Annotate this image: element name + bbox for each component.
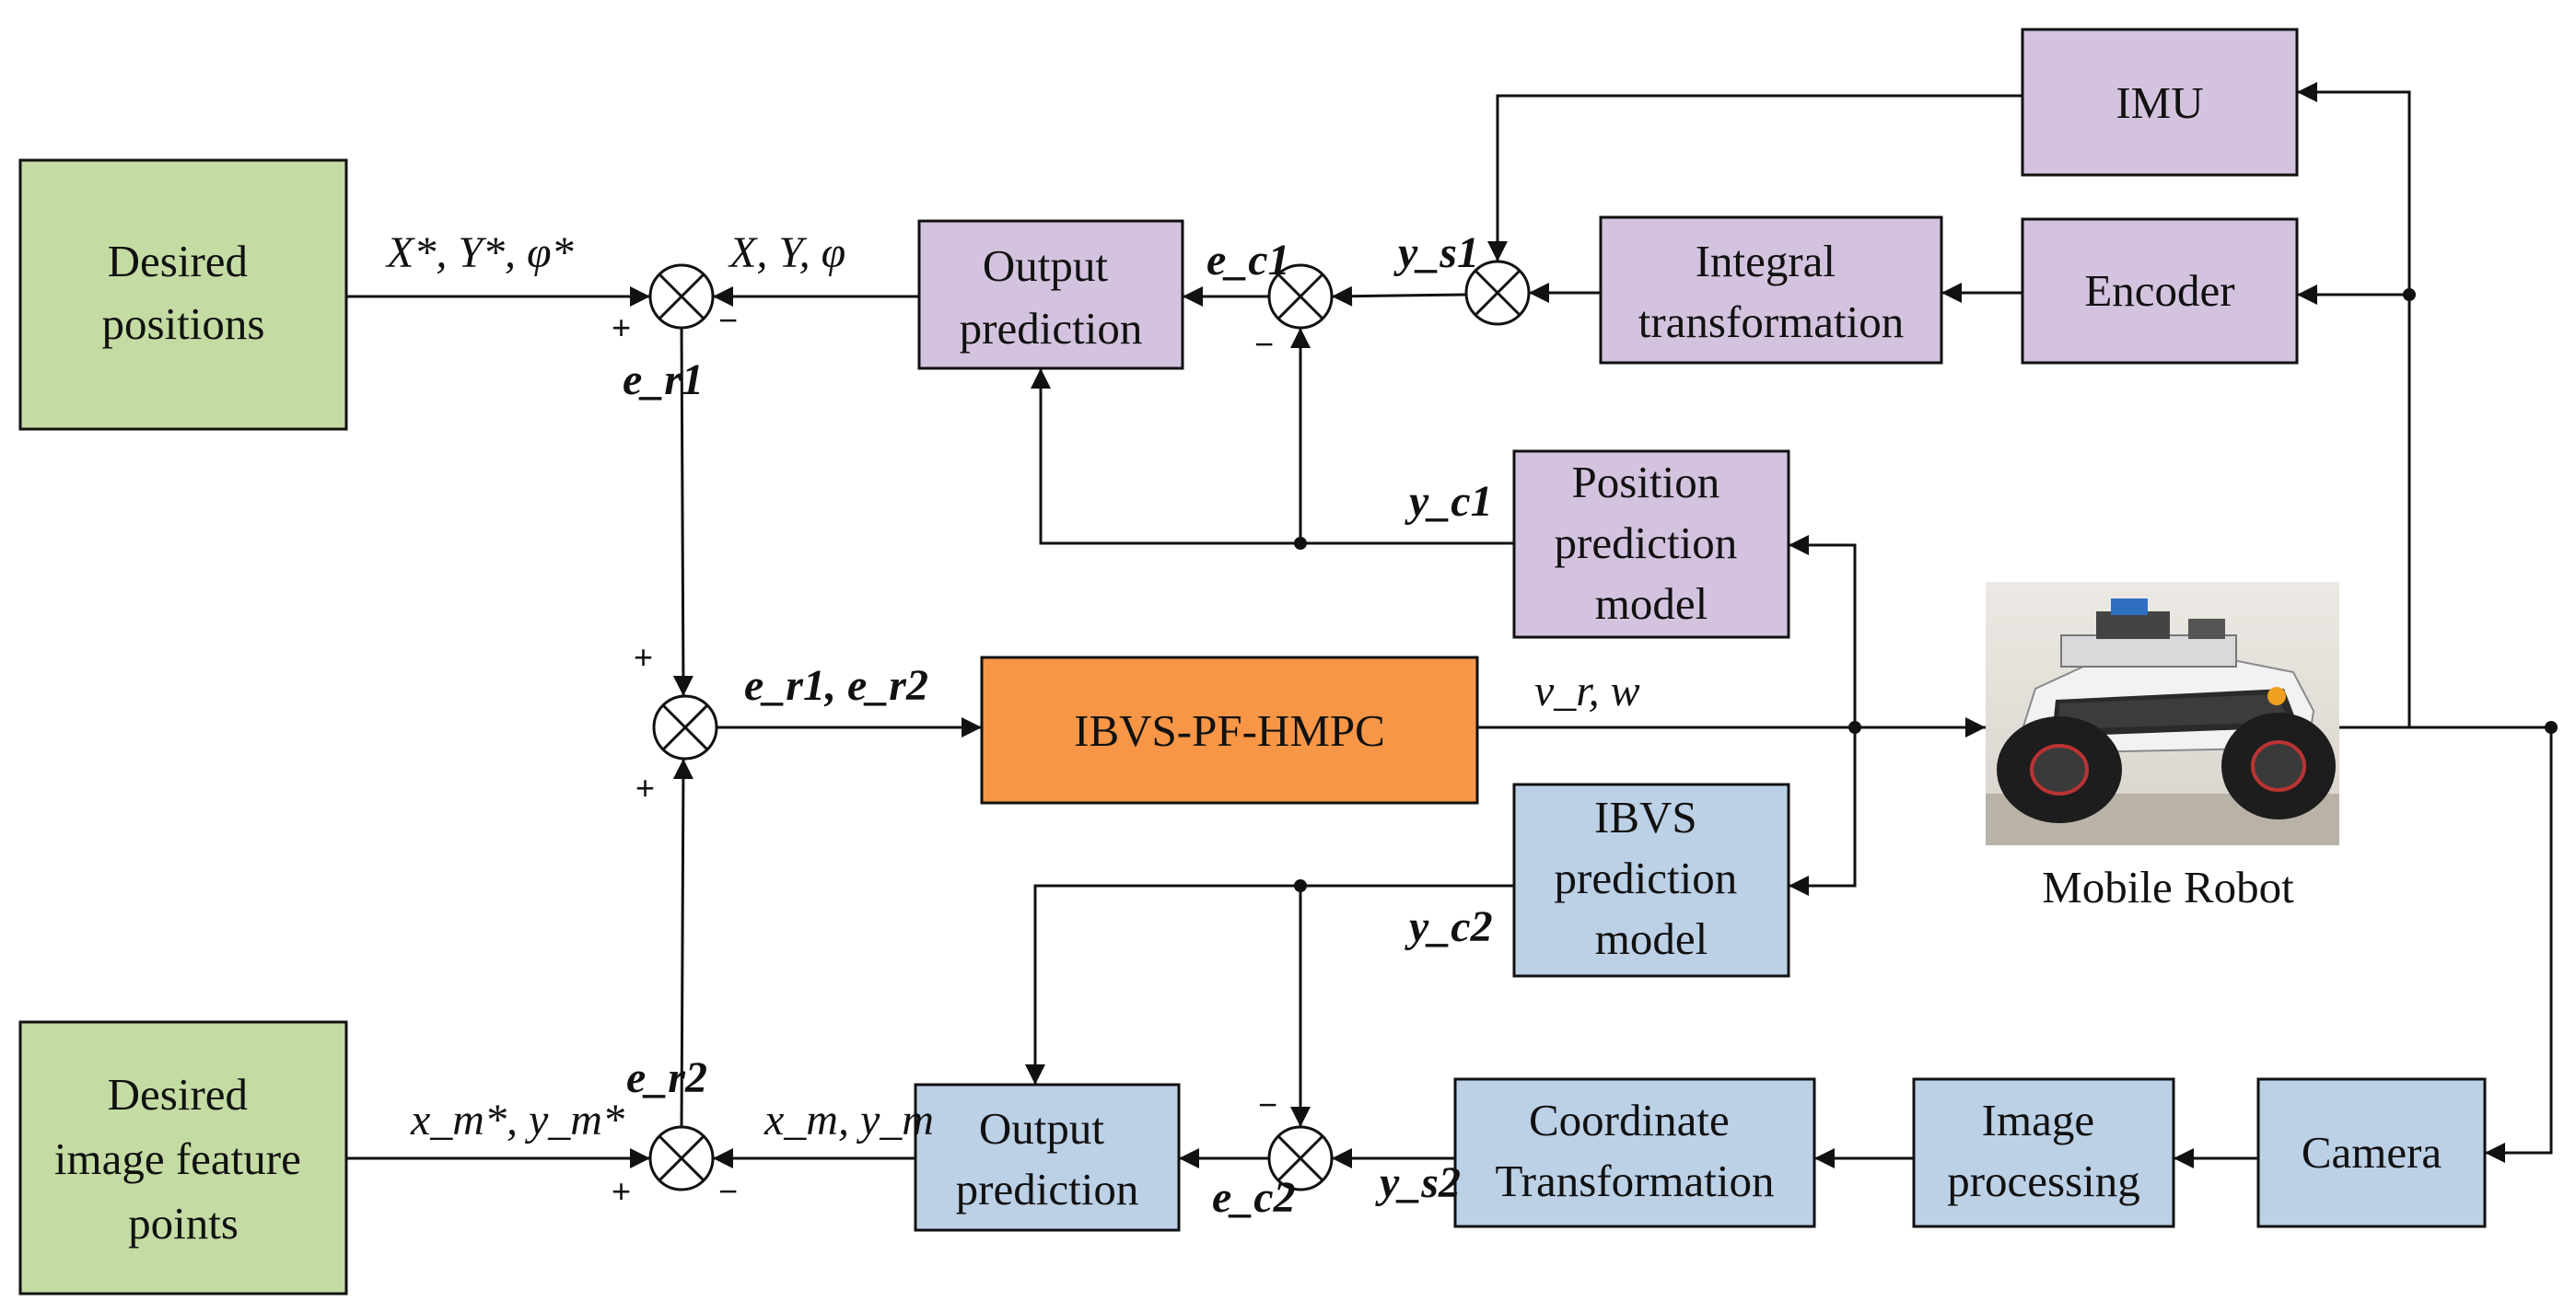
junction-signs: + − − + + − + − <box>612 301 1277 1210</box>
output-prediction-bottom-line1: Output <box>979 1103 1105 1154</box>
desired-image-points-line2: image feature <box>54 1133 301 1184</box>
position-prediction-model-box <box>1512 449 1790 639</box>
image-processing-line1: Image <box>1982 1095 2094 1145</box>
output-prediction-bottom-line2: prediction <box>956 1164 1139 1214</box>
label-e-r2: e_r2 <box>626 1053 707 1102</box>
sign-minus-bottom-left: − <box>718 1172 738 1210</box>
output-prediction-top-label: Output prediction <box>960 240 1143 354</box>
label-actual-pose: X, Y, φ <box>728 228 845 277</box>
integral-transformation-block: Integral transformation <box>1599 215 1943 365</box>
mobile-robot-caption: Mobile Robot <box>2042 862 2294 912</box>
image-processing-line2: processing <box>1947 1156 2140 1206</box>
controller-label: IBVS-PF-HMPC <box>1074 705 1385 756</box>
encoder-box <box>2021 217 2299 365</box>
label-errors-sum: e_r1, e_r2 <box>744 661 928 710</box>
mobile-robot-image <box>1986 582 2339 845</box>
robot-wheel-rear <box>2221 713 2336 819</box>
position-prediction-model-line1: Position <box>1572 457 1720 507</box>
ibvs-prediction-model-box <box>1512 783 1790 978</box>
camera-box <box>2256 1077 2487 1228</box>
position-prediction-model-line2: prediction <box>1555 517 1738 568</box>
label-e-r1: e_r1 <box>623 355 704 404</box>
imu-label: IMU <box>2116 77 2203 128</box>
imu-block: IMU <box>2021 28 2299 177</box>
encoder-label: Encoder <box>2084 265 2234 316</box>
position-prediction-model-line3: model <box>1595 578 1708 629</box>
label-e-c1: e_c1 <box>1206 236 1290 285</box>
label-y-s2: y_s2 <box>1375 1158 1461 1207</box>
image-processing-box <box>1912 1077 2175 1228</box>
camera-block: Camera <box>2256 1077 2487 1228</box>
connection-lines <box>346 82 2558 1168</box>
output-prediction-top-box <box>917 219 1184 370</box>
output-prediction-top-block: Output prediction <box>917 219 1184 370</box>
output-prediction-bottom-block: Output prediction <box>914 1083 1181 1232</box>
summing-junction-top-left <box>648 263 715 330</box>
desired-image-points-block: Desired image feature points <box>18 1020 348 1296</box>
integral-transformation-line1: Integral <box>1696 236 1836 286</box>
camera-label: Camera <box>2302 1127 2442 1178</box>
image-processing-block: Image processing <box>1912 1077 2175 1228</box>
image-processing-label: Image processing <box>1947 1095 2140 1206</box>
label-y-c1: y_c1 <box>1405 477 1493 526</box>
controller-block: IBVS-PF-HMPC <box>980 656 1479 805</box>
desired-image-points-line1: Desired <box>108 1069 248 1120</box>
desired-image-points-line3: points <box>128 1198 239 1249</box>
ibvs-prediction-model-label: IBVS prediction model <box>1555 792 1749 964</box>
desired-image-points-box <box>18 1020 348 1296</box>
sign-plus-middle-top: + <box>634 638 653 676</box>
label-e-c2: e_c2 <box>1212 1173 1296 1222</box>
desired-positions-label: Desired positions <box>102 236 265 349</box>
sign-minus-top-left: − <box>718 301 738 339</box>
sign-plus-bottom-left: + <box>612 1172 631 1210</box>
controller-box <box>980 656 1479 805</box>
sign-plus-middle-bottom: + <box>635 769 655 807</box>
output-prediction-bottom-box <box>914 1083 1181 1232</box>
integral-transformation-line2: transformation <box>1638 296 1904 347</box>
integral-transformation-label: Integral transformation <box>1638 236 1904 347</box>
coordinate-transformation-label: Coordinate Transformation <box>1495 1095 1774 1206</box>
label-y-c2: y_c2 <box>1405 902 1493 951</box>
robot-wheel-front <box>1997 716 2122 823</box>
summing-junction-middle <box>652 694 718 761</box>
output-prediction-top-line2: prediction <box>960 303 1143 354</box>
ibvs-prediction-model-line2: prediction <box>1555 853 1738 903</box>
label-control-output: v_r, w <box>1534 667 1640 715</box>
output-prediction-top-line1: Output <box>983 240 1109 291</box>
label-actual-features: x_m, y_m <box>763 1096 934 1145</box>
desired-positions-line1: Desired <box>108 236 248 286</box>
label-desired-pose: X*, Y*, φ* <box>385 228 574 277</box>
desired-positions-line2: positions <box>102 298 265 349</box>
ibvs-prediction-model-block: IBVS prediction model <box>1512 783 1790 978</box>
imu-box <box>2021 28 2299 177</box>
label-y-s1: y_s1 <box>1393 228 1479 277</box>
desired-positions-box <box>18 158 348 431</box>
signal-labels: X*, Y*, φ* X, Y, φ e_c1 y_s1 e_r1 y_c1 e… <box>385 228 1640 1222</box>
ibvs-prediction-model-line3: model <box>1595 913 1708 964</box>
output-prediction-bottom-label: Output prediction <box>956 1103 1139 1214</box>
sign-minus-top-mid: − <box>1254 325 1274 363</box>
position-prediction-model-label: Position prediction model <box>1555 457 1749 629</box>
coordinate-transformation-block: Coordinate Transformation <box>1453 1077 1816 1228</box>
ibvs-prediction-model-line1: IBVS <box>1594 792 1697 842</box>
sign-plus-top-left: + <box>612 308 631 346</box>
coordinate-transformation-line1: Coordinate <box>1529 1095 1730 1145</box>
position-prediction-model-block: Position prediction model <box>1512 449 1790 639</box>
coordinate-transformation-line2: Transformation <box>1495 1156 1774 1206</box>
encoder-block: Encoder <box>2021 217 2299 365</box>
label-desired-features: x_m*, y_m* <box>410 1096 624 1145</box>
sign-minus-bottom-mid: − <box>1258 1086 1277 1123</box>
summing-junction-bottom-left <box>648 1125 715 1191</box>
integral-transformation-box <box>1599 215 1943 365</box>
desired-image-points-label: Desired image feature points <box>54 1069 312 1249</box>
desired-positions-block: Desired positions <box>18 158 348 431</box>
